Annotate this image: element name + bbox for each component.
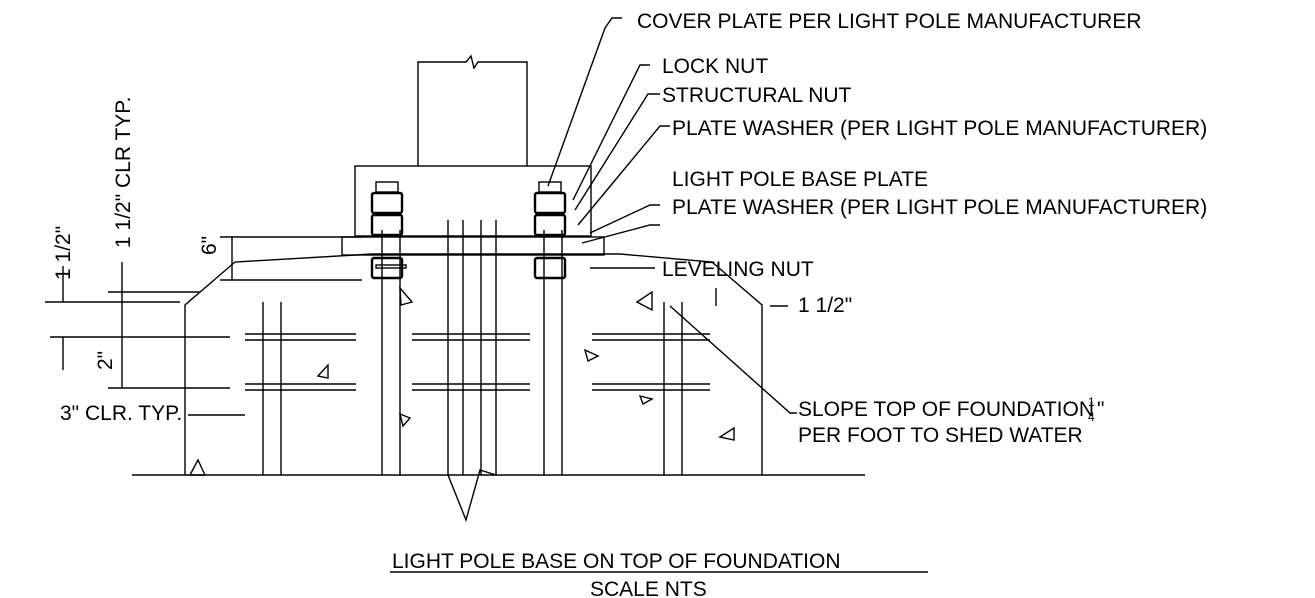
- anchor-bolt-left: [381, 230, 401, 475]
- slope-fraction-num: 1: [1088, 395, 1095, 409]
- concrete-aggregate: [188, 285, 735, 476]
- lock-nut-label: LOCK NUT: [662, 55, 768, 78]
- cover-plate-label: COVER PLATE PER LIGHT POLE MANUFACTURER: [637, 10, 1142, 33]
- anchor-bolt-right: [543, 230, 563, 475]
- center-rods: [447, 220, 497, 523]
- structural-nut-label: STRUCTURAL NUT: [662, 84, 852, 107]
- plate-washer-bottom-label: PLATE WASHER (PER LIGHT POLE MANUFACTURE…: [672, 196, 1207, 219]
- vertical-rebar: [262, 302, 683, 475]
- base-plate-label: LIGHT POLE BASE PLATE: [672, 168, 928, 191]
- clr-typ-label: 1 1/2" CLR TYP.: [112, 97, 135, 248]
- base-plate: [341, 236, 605, 256]
- cover-plate: [354, 165, 592, 237]
- six-inch-label: 6": [198, 236, 221, 255]
- one-half-vertical-label: 1 1/2": [52, 226, 75, 280]
- callout-leaders: [547, 17, 797, 414]
- two-inch-label: 2": [94, 351, 117, 370]
- slope-note-line1: SLOPE TOP OF FOUNDATION: [798, 398, 1094, 421]
- slope-fraction-den: 4: [1088, 410, 1095, 424]
- slope-note-line2: PER FOOT TO SHED WATER: [798, 424, 1083, 447]
- horizontal-rebar: [245, 333, 710, 391]
- one-half-right-label: 1 1/2": [798, 294, 852, 317]
- plate-washer-top-label: PLATE WASHER (PER LIGHT POLE MANUFACTURE…: [672, 117, 1207, 140]
- left-dimensions: [45, 236, 788, 416]
- leveling-nut-label: LEVELING NUT: [662, 258, 814, 281]
- three-clr-label: 3" CLR. TYP.: [60, 402, 182, 425]
- foundation-outline: [184, 253, 763, 475]
- drawing-scale: SCALE NTS: [590, 578, 707, 598]
- slope-inch-mark: ": [1097, 398, 1104, 421]
- drawing-title: LIGHT POLE BASE ON TOP OF FOUNDATION: [392, 550, 841, 573]
- pole-shaft: [417, 54, 528, 166]
- nuts: [370, 181, 567, 280]
